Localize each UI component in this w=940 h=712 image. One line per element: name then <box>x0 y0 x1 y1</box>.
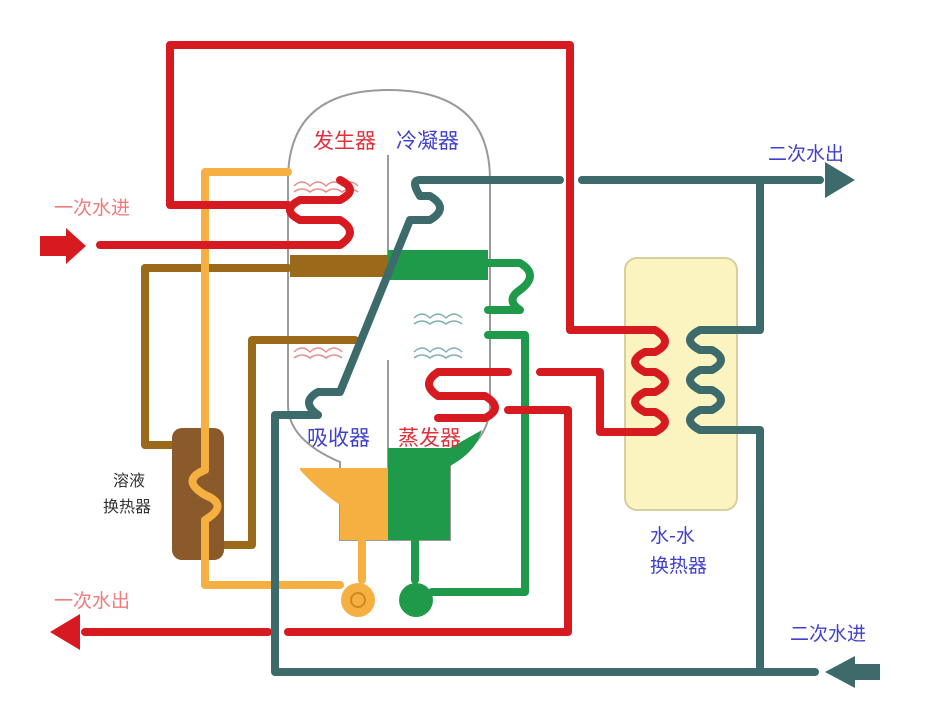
generator-coil <box>284 176 354 249</box>
secondary-water-inlet <box>271 411 819 676</box>
refrigerant-pipe-evaporator <box>428 331 529 596</box>
water-water-heat-exchanger <box>624 257 738 511</box>
water-hx-cold-coil <box>686 176 764 434</box>
dilute-solution-pipe <box>188 168 292 589</box>
evaporator-sump <box>388 448 450 540</box>
absorber-spray <box>293 347 343 359</box>
secondary-water-branch <box>716 426 764 676</box>
secondary-in-label: 二次水进 <box>790 623 866 645</box>
solution-pump <box>341 583 375 617</box>
primary-outlet-arrow <box>50 614 80 650</box>
refrigerant-pipe-condenser <box>484 259 534 314</box>
absorber-label: 吸收器 <box>307 426 370 450</box>
solution-hx-label-line1: 溶液 <box>113 471 145 490</box>
condenser-label: 冷凝器 <box>396 129 459 153</box>
evaporator-coil <box>425 368 512 422</box>
secondary-inlet-arrow <box>825 656 880 688</box>
solution-pump-hub <box>350 592 366 608</box>
absorber-sump-lower <box>340 468 388 540</box>
solution-hx-label-line2: 换热器 <box>103 497 151 516</box>
hot-water-to-evaporator <box>536 368 634 436</box>
evaporator-sump-side <box>450 430 482 466</box>
secondary-out-label: 二次水出 <box>768 143 844 165</box>
water-hx-label-line1: 水-水 <box>650 525 695 547</box>
evaporator-return-pipe <box>284 406 572 636</box>
generator-label: 发生器 <box>313 129 376 153</box>
refrigerant-pump <box>399 583 433 617</box>
water-hx-hot-coil <box>626 326 669 436</box>
secondary-outlet-arrow <box>825 162 855 198</box>
primary-inlet-arrow <box>40 228 86 264</box>
evaporator-label: 蒸发器 <box>398 426 461 450</box>
concentrated-solution-pipe <box>141 264 292 449</box>
evaporator-spray <box>413 347 463 359</box>
water-hx-label-line2: 换热器 <box>650 555 707 577</box>
generator-solution-pool <box>290 255 388 277</box>
condenser-spray <box>413 313 463 325</box>
primary-in-label: 一次水进 <box>54 197 130 219</box>
absorber-condenser-riser <box>305 176 564 419</box>
primary-out-label: 一次水出 <box>54 590 130 612</box>
generator-return-pipe <box>166 41 649 334</box>
condenser-refrigerant-pool <box>388 250 488 280</box>
concentrated-solution-return <box>218 336 359 549</box>
